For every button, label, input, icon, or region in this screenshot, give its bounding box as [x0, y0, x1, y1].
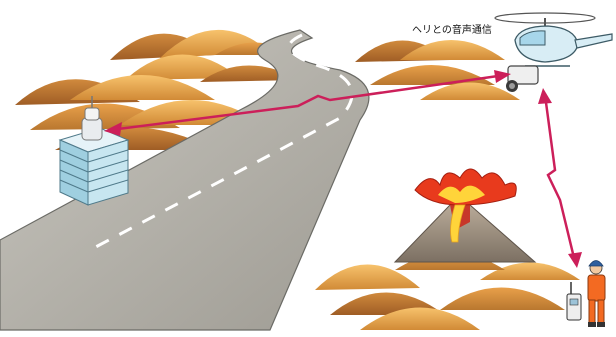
antenna-icon — [81, 96, 103, 141]
road-icon — [0, 29, 370, 331]
helicopter-icon — [494, 12, 613, 92]
camera-icon — [506, 65, 539, 92]
hills-bottom-icon — [315, 252, 580, 330]
building-icon — [58, 96, 130, 206]
signal-link-icon — [104, 70, 582, 268]
hills-right-icon — [355, 40, 520, 100]
hills-top-left-icon — [110, 29, 300, 82]
worker-icon — [566, 260, 606, 327]
volcano-icon — [393, 168, 537, 263]
voice-link-caption: ヘリとの音声通信 — [412, 25, 492, 36]
radio-icon — [566, 282, 582, 321]
